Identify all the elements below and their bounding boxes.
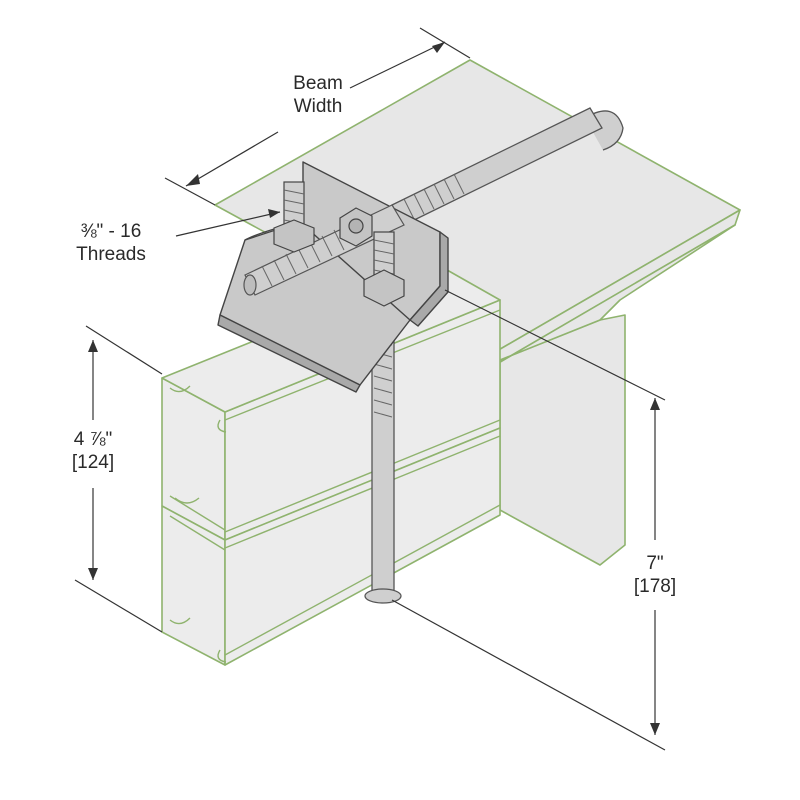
rod-length-line-2: [178] [633,576,677,597]
threads-line-2: Threads [76,244,146,265]
nut-center [339,207,373,247]
bolt-left [273,181,315,253]
clamp-front-lip [217,314,361,393]
j-rod [364,107,624,604]
channel-face-lower [224,427,501,666]
nut-left [273,219,315,253]
threads-line-1: ⅜" - 16 [80,221,142,242]
nut-right [363,269,405,307]
beam-width-line-1: Beam [293,73,343,94]
bolt-right [363,231,405,307]
i-beam [214,59,741,566]
channel-details [169,309,501,663]
rod-length-label: 7" [178] [610,552,700,598]
channel-height-line-2: [124] [71,452,115,473]
threads-label: ⅜" - 16 Threads [56,220,166,266]
rod-length-line-1: 7" [646,553,664,574]
clamp-side-plate [409,231,449,327]
channel-height-line-1: 4 ⅞" [73,429,113,450]
rod-vertical [371,329,395,599]
beam-width-label: Beam Width [268,72,368,118]
beam-width-line-2: Width [293,96,343,117]
dimension-arrows [88,42,660,735]
dimension-lines [74,27,666,751]
channel-height-label: 4 ⅞" [124] [48,428,138,474]
beam-clamp [217,161,449,393]
